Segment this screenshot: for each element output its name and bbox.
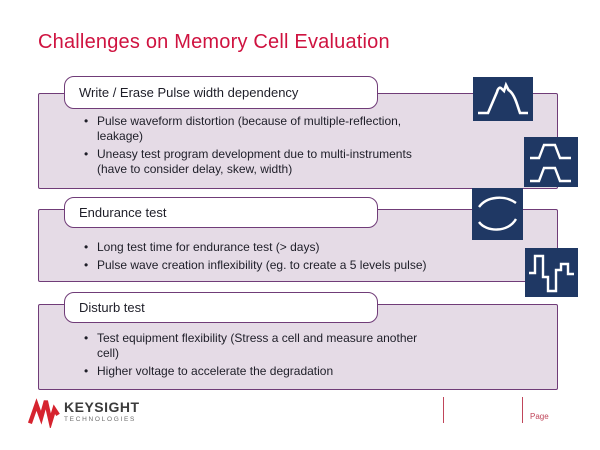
bullet-dot: [84, 147, 97, 177]
footer-divider-right: [522, 397, 523, 423]
write-erase-bullets: Pulse waveform distortion (because of mu…: [84, 114, 516, 180]
bullet-item: Higher voltage to accelerate the degrada…: [84, 364, 516, 379]
bullet-text: Test equipment flexibility (Stress a cel…: [97, 331, 418, 360]
write-erase-header-box: Write / Erase Pulse width dependency: [64, 76, 378, 109]
bullet-item: Pulse wave creation inflexibility (eg. t…: [84, 258, 516, 273]
endurance-bullets: Long test time for endurance test (> day…: [84, 240, 516, 276]
bullet-text: Higher voltage to accelerate the degrada…: [97, 364, 334, 378]
double-trapezoid-pulse-icon: [524, 137, 578, 187]
bullet-text: Pulse wave creation inflexibility (eg. t…: [97, 258, 427, 272]
keysight-logo: KEYSIGHT TECHNOLOGIES: [28, 398, 140, 428]
disturb-bullets: Test equipment flexibility (Stress a cel…: [84, 331, 516, 382]
bullet-item: Long test time for endurance test (> day…: [84, 240, 516, 255]
endurance-curves-icon: [472, 188, 523, 240]
bullet-dot: [84, 114, 97, 144]
slide-title: Challenges on Memory Cell Evaluation: [38, 31, 390, 53]
disturb-header-label: Disturb test: [79, 300, 145, 315]
page-number-label: Page: [530, 412, 549, 421]
write-erase-header-label: Write / Erase Pulse width dependency: [79, 85, 299, 100]
bullet-item: Pulse waveform distortion (because of mu…: [84, 114, 516, 144]
bullet-item: Test equipment flexibility (Stress a cel…: [84, 331, 516, 361]
bullet-item: Uneasy test program development due to m…: [84, 147, 516, 177]
bullet-text: Pulse waveform distortion (because of mu…: [97, 114, 402, 143]
write-erase-body-box: [38, 93, 558, 189]
bullet-dot: [84, 240, 97, 255]
footer-divider-left: [443, 397, 444, 423]
keysight-logo-text: KEYSIGHT TECHNOLOGIES: [64, 398, 140, 428]
endurance-header-box: Endurance test: [64, 197, 378, 228]
logo-primary-label: KEYSIGHT: [64, 399, 140, 415]
distorted-pulse-icon: [473, 77, 533, 121]
bullet-dot: [84, 258, 97, 273]
bullet-dot: [84, 331, 97, 361]
logo-secondary-label: TECHNOLOGIES: [64, 416, 137, 423]
multilevel-pulse-icon: [525, 248, 578, 297]
bullet-text: Uneasy test program development due to m…: [97, 147, 412, 176]
bullet-dot: [84, 364, 97, 379]
disturb-header-box: Disturb test: [64, 292, 378, 323]
bullet-text: Long test time for endurance test (> day…: [97, 240, 320, 254]
keysight-spark-icon: [28, 398, 60, 428]
endurance-header-label: Endurance test: [79, 205, 167, 220]
